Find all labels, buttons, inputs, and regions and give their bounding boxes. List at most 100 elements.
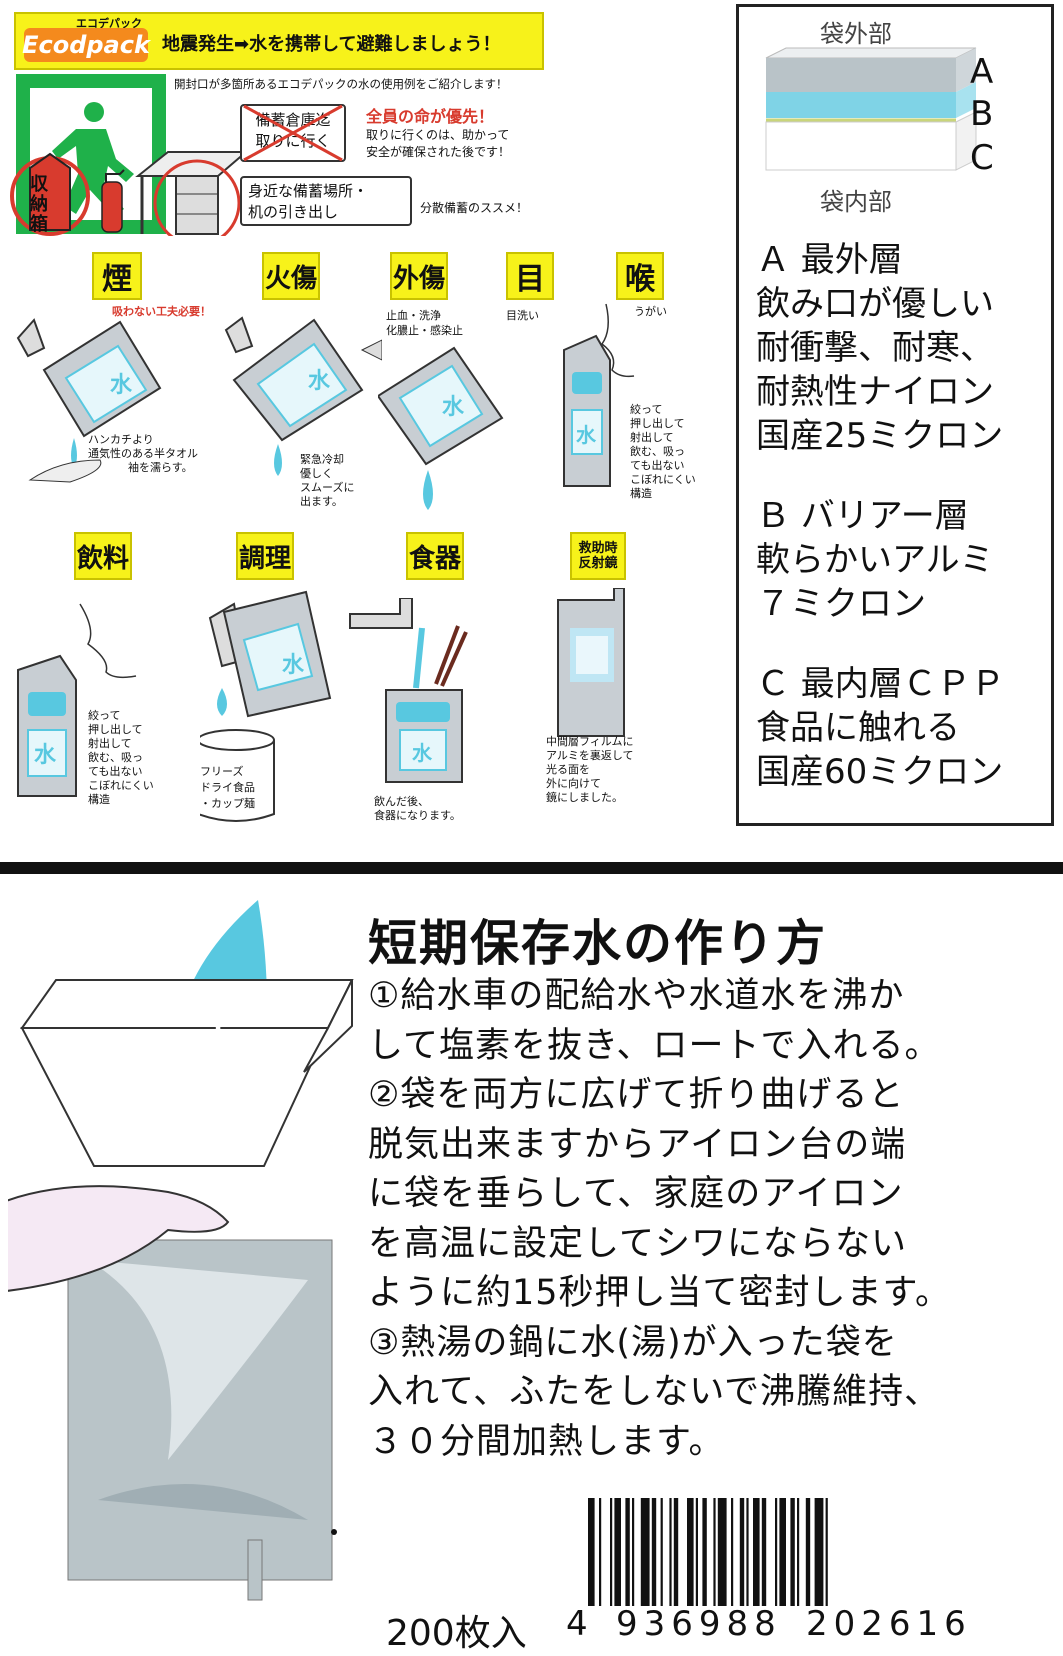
use-tag-dish-text: 食器 [408, 543, 461, 574]
use-tag-injury-text: 外傷 [392, 263, 445, 294]
howto-line-1: ①給水車の配給水や水道水を沸か [368, 976, 905, 1016]
stockroom-box: 備蓄倉庫迄 取りに行く [240, 104, 346, 162]
use-tag-cook-text: 調理 [238, 543, 291, 574]
howto-line-4: 脱気出来ますからアイロン台の端 [368, 1124, 907, 1165]
layer-panel [736, 4, 1054, 826]
barcode-bar [588, 1498, 595, 1606]
use-tag-cook: 調理 [236, 532, 294, 580]
layer-c-line-3: 国産60ミクロン [756, 752, 1004, 792]
throat-note-4: 飲む、吸っ [630, 445, 685, 458]
barcode-bar [614, 1498, 621, 1606]
stockroom-line-1: 備蓄倉庫迄 [255, 111, 331, 129]
nearby-line-1: 身近な備蓄場所・ [248, 182, 369, 200]
funnel-illustration-icon [8, 900, 354, 1601]
barcode-digits-right: 202616 [806, 1604, 972, 1644]
layer-b-line-1: Ｂ バリアー層 [756, 496, 969, 536]
mirror-note-1: 中間層フィルムに [546, 735, 634, 748]
header-slogan: 地震発生➡水を携帯して避難しましょう！ [162, 34, 501, 55]
use-tag-dish: 食器 [406, 532, 464, 580]
barcode-bar [739, 1498, 745, 1606]
mirror-note-4: 外に向けて [546, 777, 601, 790]
barcode-digits-left: 936988 [616, 1604, 782, 1644]
header-banner: エコデパック Ecodpack 地震発生➡水を携帯して避難しましょう！ [14, 12, 544, 70]
use-tag-throat-text: 喉 [625, 262, 655, 297]
barcode-bar [814, 1498, 824, 1606]
dish-note-2: 食器になります。 [374, 809, 461, 822]
howto-line-10: ３０分間加熱します。 [368, 1421, 725, 1462]
layer-b-line-3: ７ミクロン [756, 584, 926, 624]
layer-a-line-3: 耐衝撃、耐寒、 [756, 328, 994, 368]
mirror-note-5: 鏡にしました。 [546, 791, 623, 804]
injury-caption-1: 止血・洗浄 [386, 309, 441, 322]
layer-label-a: A [970, 52, 994, 92]
barcode-bar [797, 1498, 800, 1606]
barcode-bar [775, 1498, 778, 1606]
barcode-bar [731, 1498, 734, 1606]
water-pouch-burn-icon: 水 [224, 316, 382, 476]
stockroom-line-2: 取りに行く [255, 132, 331, 150]
layer-c-line-2: 食品に触れる [756, 708, 960, 748]
use-tag-eye-text: 目 [515, 262, 545, 297]
storage-box-label: 収納箱 [30, 174, 48, 235]
drink-note-6: こぼれにくい [88, 779, 154, 792]
barcode-bar [695, 1498, 698, 1606]
mirror-note-2: アルミを裏返して [546, 749, 634, 762]
cook-note-2: ドライ食品 [200, 781, 255, 794]
priority-note-2: 安全が確保された後です！ [366, 145, 511, 159]
cross-mark-icon [243, 104, 343, 162]
layer-b-line-2: 軟らかいアルミ [756, 540, 994, 580]
burn-note-3: スムーズに [300, 481, 355, 494]
dish-note-1: 飲んだ後、 [374, 795, 429, 808]
use-tag-smoke-text: 煙 [102, 262, 132, 297]
svg-text:水: 水 [412, 741, 433, 765]
desk-icon [135, 151, 248, 236]
quantity-label: 200枚入 [386, 1613, 527, 1654]
burn-note-1: 緊急冷却 [300, 453, 344, 466]
use-tag-drink: 飲料 [74, 532, 132, 580]
nearby-storage-note: 分散備蓄のススメ！ [420, 201, 529, 215]
barcode-bar [625, 1498, 630, 1606]
drink-note-2: 押し出して [88, 723, 143, 736]
section-divider [0, 862, 1063, 874]
use-tag-eye: 目 [506, 252, 554, 300]
howto-line-8: ③熱湯の鍋に水(湯)が入った袋を [368, 1322, 898, 1363]
cook-note-1: フリーズ [200, 765, 244, 778]
barcode-bar [779, 1498, 786, 1606]
barcode-bar [746, 1498, 749, 1606]
barcode-bar [702, 1498, 707, 1606]
layer-a-line-4: 耐熱性ナイロン [756, 372, 994, 412]
throat-note-7: 構造 [630, 487, 652, 500]
water-pouch-dish-icon: 水 [349, 598, 468, 783]
svg-text:水: 水 [442, 395, 465, 420]
drink-note-7: 構造 [88, 793, 110, 806]
burn-note-4: 出ます。 [300, 495, 343, 508]
howto-line-9: 入れて、ふたをしないで沸騰維持、 [368, 1372, 941, 1412]
use-tag-smoke: 煙 [92, 252, 142, 300]
howto-body: ①給水車の配給水や水道水を沸か して塩素を抜き、ロートで入れる。 ②袋を両方に広… [368, 972, 951, 1467]
layer-diagram-icon [765, 47, 977, 171]
smoke-note-2: 通気性のある半タオル [88, 447, 198, 460]
howto-line-3: ②袋を両方に広げて折り曲げると [368, 1075, 905, 1115]
throat-note-2: 押し出して [630, 417, 685, 430]
brand-logo: Ecodpack [22, 28, 150, 62]
throat-note-3: 射出して [630, 431, 674, 444]
water-pouch-drink-icon: 水 [17, 603, 137, 797]
svg-text:水: 水 [110, 373, 133, 398]
inner-label: 袋内部 [820, 188, 892, 216]
drink-note-5: ても出ない [88, 765, 143, 778]
smoke-note-3: 袖を濡らす。 [128, 461, 193, 474]
barcode-bar [790, 1498, 795, 1606]
layer-label-b: B [970, 94, 994, 134]
barcode-bar [825, 1498, 828, 1606]
water-pouch-injury-icon: 水 [378, 346, 504, 510]
barcode-bar [761, 1498, 767, 1606]
howto-line-7: ように約15秒押し当て密封します。 [368, 1273, 952, 1313]
barcode-bar [669, 1498, 672, 1606]
barcode-bar [610, 1498, 613, 1606]
layer-a-line-5: 国産25ミクロン [756, 416, 1004, 456]
howto-line-6: を高温に設定してシワにならない [368, 1223, 907, 1264]
nearby-line-2: 机の引き出し [248, 203, 339, 221]
priority-title: 全員の命が優先！ [366, 107, 495, 126]
throat-note-1: 絞って [630, 403, 663, 416]
use-tag-injury: 外傷 [390, 252, 448, 300]
